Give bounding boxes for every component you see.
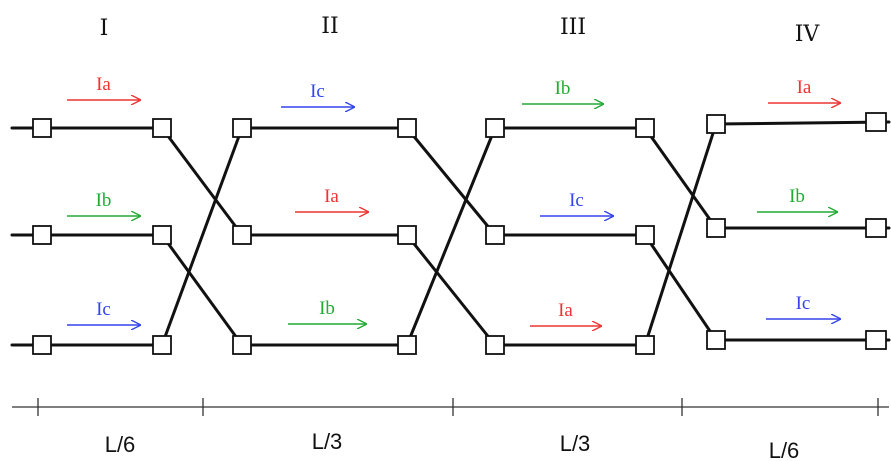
current-label-ia: Ia: [96, 74, 111, 95]
current-label-ia: Ia: [324, 186, 339, 207]
section-1-numeral: I: [100, 16, 109, 41]
current-label-ic: Ic: [796, 293, 811, 314]
node: [635, 225, 655, 245]
section-2-length: L/3: [312, 429, 343, 454]
current-label-ib: Ib: [96, 190, 112, 211]
node: [232, 225, 252, 245]
conductor-nodes: [32, 112, 887, 355]
section-3-numeral: III: [560, 15, 586, 40]
current-label-ic: Ic: [569, 190, 584, 211]
section-4-numeral: IV: [795, 22, 821, 47]
node: [865, 112, 887, 132]
node: [865, 218, 887, 238]
node: [485, 225, 505, 245]
node: [865, 330, 887, 350]
node: [635, 335, 655, 355]
node: [485, 335, 505, 355]
wire-transposition: [160, 126, 244, 237]
section-2-numeral: II: [321, 14, 338, 39]
wire-transposition: [405, 126, 497, 237]
node: [232, 118, 252, 138]
wire-transposition: [160, 233, 244, 347]
section-1-length: L/6: [105, 432, 136, 457]
conductor-wires: [10, 120, 891, 347]
node: [32, 225, 52, 245]
length-scale: L/6 L/3 L/3 L/6: [12, 398, 889, 461]
wire-segment: [714, 120, 891, 126]
section-4-length: L/6: [769, 438, 800, 461]
current-label-ic: Ic: [310, 81, 325, 102]
node: [635, 118, 655, 138]
node: [397, 335, 417, 355]
node: [32, 118, 52, 138]
node: [706, 114, 726, 134]
node: [152, 335, 172, 355]
node: [706, 330, 726, 350]
node: [152, 225, 172, 245]
wire-transposition: [405, 233, 497, 347]
wire-transposition: [405, 126, 497, 347]
current-label-ib: Ib: [789, 186, 805, 207]
node: [32, 335, 52, 355]
current-label-ib: Ib: [555, 78, 571, 99]
node: [152, 118, 172, 138]
current-label-ib: Ib: [319, 298, 335, 319]
wire-transposition: [643, 233, 718, 342]
current-label-ia: Ia: [558, 300, 573, 321]
node: [485, 118, 505, 138]
section-3-length: L/3: [560, 431, 591, 456]
wire-transposition: [643, 122, 718, 347]
current-label-ic: Ic: [96, 299, 111, 320]
wire-transposition: [643, 126, 718, 230]
wire-transposition: [160, 126, 244, 347]
node: [706, 218, 726, 238]
node: [397, 118, 417, 138]
node: [397, 225, 417, 245]
current-label-ia: Ia: [797, 77, 812, 98]
node: [232, 335, 252, 355]
